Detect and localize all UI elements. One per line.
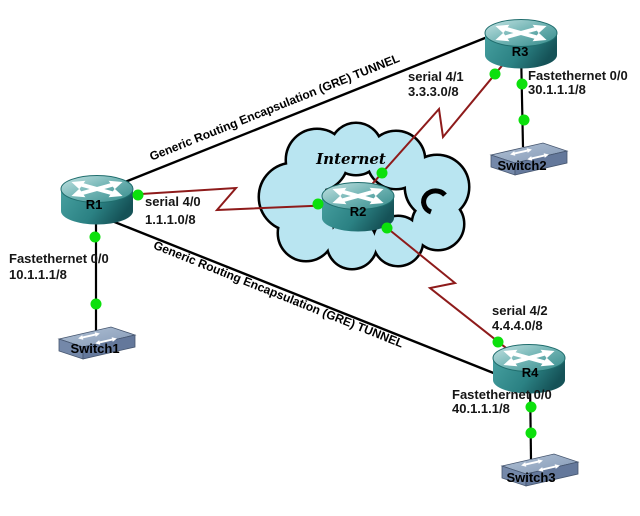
serial-r3-interface-label: serial 4/1 xyxy=(408,69,464,84)
serial-line-r2-r4 xyxy=(359,205,521,360)
switch-label-switch1: Switch1 xyxy=(70,341,119,356)
router-label-r1: R1 xyxy=(86,197,103,212)
fastethernet-r4-interface-label: Fastethernet 0/0 xyxy=(452,387,552,402)
serial-r4-interface-label: serial 4/2 xyxy=(492,303,548,318)
connection-dot xyxy=(376,167,388,179)
serial-r1-interface-label: serial 4/0 xyxy=(145,194,201,209)
connection-dot xyxy=(516,78,528,90)
internet-label: Internet xyxy=(315,150,386,168)
switch-label-switch3: Switch3 xyxy=(506,470,555,485)
serial-r1-network-label: 1.1.1.0/8 xyxy=(145,212,196,227)
connection-dot xyxy=(89,231,101,243)
fastethernet-r3-interface-label: Fastethernet 0/0 xyxy=(528,68,628,83)
fastethernet-r1-ip-label: 10.1.1.1/8 xyxy=(9,267,67,282)
fastethernet-r3-ip-label: 30.1.1.1/8 xyxy=(528,82,586,97)
cloud-bump xyxy=(279,206,333,260)
serial-r4-network-label: 4.4.4.0/8 xyxy=(492,318,543,333)
connection-dot xyxy=(381,222,393,234)
connection-dot xyxy=(525,427,537,439)
connection-dot xyxy=(518,114,530,126)
connection-dot xyxy=(312,198,324,210)
router-label-r3: R3 xyxy=(512,44,529,59)
cloud-fill xyxy=(260,124,468,268)
fastethernet-r4-ip-label: 40.1.1.1/8 xyxy=(452,401,510,416)
serial-line-r1-r2 xyxy=(109,186,359,212)
internet-cloud xyxy=(257,121,471,271)
connection-dot xyxy=(489,68,501,80)
cloud-bump xyxy=(328,220,376,268)
cloud-curl xyxy=(421,188,447,215)
connection-dot xyxy=(90,298,102,310)
router-label-r4: R4 xyxy=(522,365,539,380)
connection-dots xyxy=(89,68,537,439)
serial-line-r2-r3 xyxy=(357,49,516,201)
serial-r3-network-label: 3.3.3.0/8 xyxy=(408,84,459,99)
fastethernet-r1-interface-label: Fastethernet 0/0 xyxy=(9,251,109,266)
gre-tunnel-line-r1-r3 xyxy=(114,28,506,188)
connection-dot xyxy=(492,336,504,348)
switch-label-switch2: Switch2 xyxy=(497,158,546,173)
router-label-r2: R2 xyxy=(350,204,367,219)
connection-dot xyxy=(525,401,537,413)
connection-dot xyxy=(132,189,144,201)
gre-tunnel-line-r1-r4 xyxy=(101,215,517,384)
